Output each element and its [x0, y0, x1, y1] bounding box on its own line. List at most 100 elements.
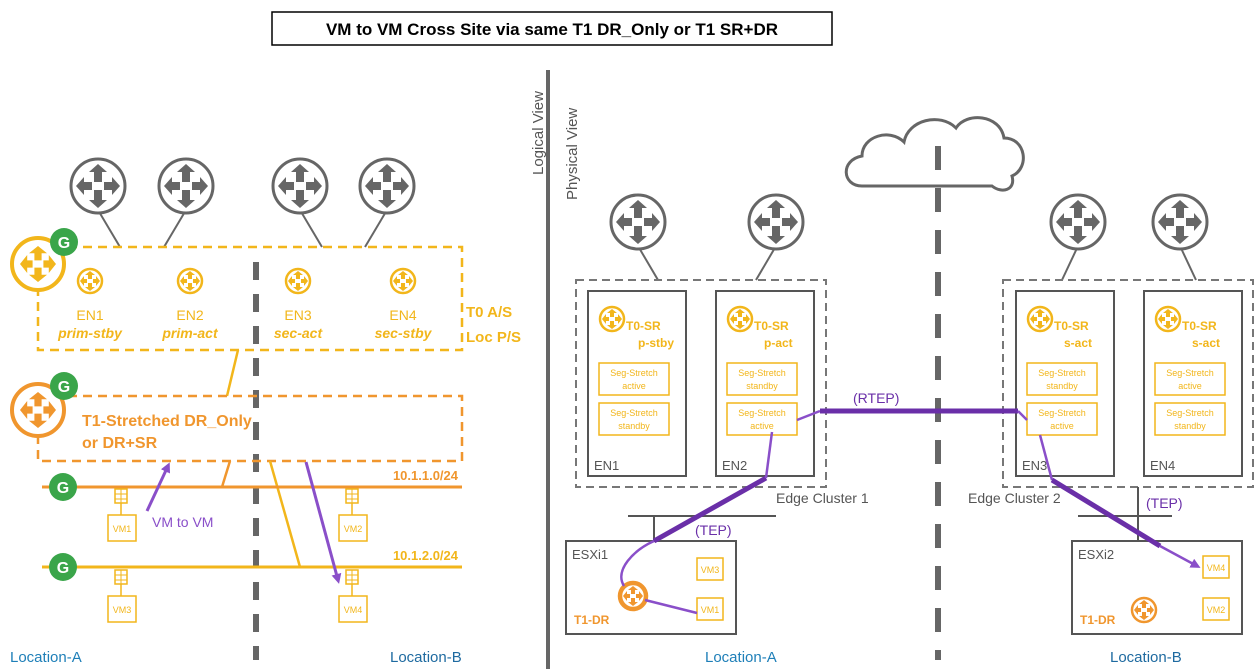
svg-text:s-act: s-act — [1192, 336, 1220, 350]
esxi-host-box — [565, 540, 737, 635]
svg-text:VM2: VM2 — [1207, 605, 1226, 615]
svg-text:G: G — [58, 235, 70, 252]
location-a-label: Location-A — [705, 649, 777, 666]
flow-arrow — [145, 462, 170, 512]
vm-box — [107, 595, 137, 623]
svg-text:VM2: VM2 — [344, 524, 363, 534]
vm-box — [338, 514, 368, 542]
svg-text:EN2: EN2 — [722, 458, 747, 473]
router-icon — [609, 193, 667, 251]
svg-text:standby: standby — [746, 381, 778, 391]
en-name: EN3 — [284, 307, 311, 323]
en-role: prim-act — [161, 325, 219, 341]
physical-view: Edge Cluster 1 Edge Cluster 2 T0-SR p-st… — [565, 116, 1254, 666]
svg-text:p-stby: p-stby — [638, 336, 674, 350]
t0-sr-router-icon — [726, 305, 754, 333]
location-a-label: Location-A — [10, 649, 82, 666]
edge-cluster-2 — [1002, 279, 1254, 488]
seg-stretch-box — [726, 402, 798, 436]
svg-text:Seg-Stretch: Seg-Stretch — [610, 408, 658, 418]
en-name: EN4 — [389, 307, 416, 323]
router-icon — [69, 157, 127, 215]
physical-view-label: Physical View — [564, 108, 581, 200]
edge-router-icon — [284, 267, 312, 295]
vm-box — [696, 597, 724, 621]
flow-arrow — [304, 461, 342, 584]
svg-text:Seg-Stretch: Seg-Stretch — [610, 368, 658, 378]
vm-box — [107, 514, 137, 542]
svg-text:p-act: p-act — [764, 336, 793, 350]
seg-stretch-box — [1154, 362, 1226, 396]
svg-text:ESXi2: ESXi2 — [1078, 547, 1114, 562]
svg-text:active: active — [1178, 381, 1202, 391]
router-icon — [271, 157, 329, 215]
logical-view: G EN1 prim-stby EN2 prim-act EN3 sec-act… — [10, 157, 521, 666]
seg-stretch-box — [598, 362, 670, 396]
gateway-badge — [50, 228, 78, 256]
edge-router-icon — [389, 267, 417, 295]
svg-text:active: active — [750, 421, 774, 431]
page-title: VM to VM Cross Site via same T1 DR_Only … — [326, 20, 778, 39]
edge-router-icon — [76, 267, 104, 295]
t1-dr-router-icon — [1130, 596, 1158, 624]
svg-text:VM3: VM3 — [701, 565, 720, 575]
svg-text:standby: standby — [618, 421, 650, 431]
svg-text:VM1: VM1 — [701, 605, 720, 615]
t1-label: T1-Stretched DR_Only — [82, 413, 252, 430]
svg-text:s-act: s-act — [1064, 336, 1092, 350]
tep-label-1: (TEP) — [695, 522, 732, 538]
svg-text:G: G — [57, 480, 69, 497]
svg-text:EN4: EN4 — [1150, 458, 1175, 473]
seg-stretch-box — [1154, 402, 1226, 436]
svg-text:Seg-Stretch: Seg-Stretch — [738, 368, 786, 378]
svg-text:active: active — [622, 381, 646, 391]
svg-text:Seg-Stretch: Seg-Stretch — [1166, 368, 1214, 378]
segment-2-label: 10.1.2.0/24 — [393, 548, 459, 563]
svg-text:VM3: VM3 — [113, 605, 132, 615]
en-role: sec-act — [274, 325, 324, 341]
svg-text:VM4: VM4 — [344, 605, 363, 615]
svg-text:Seg-Stretch: Seg-Stretch — [1038, 368, 1086, 378]
tep-label-2: (TEP) — [1146, 495, 1183, 511]
svg-text:ESXi1: ESXi1 — [572, 547, 608, 562]
svg-text:T0-SR: T0-SR — [754, 319, 789, 333]
cloud-icon — [844, 116, 1025, 192]
svg-text:Seg-Stretch: Seg-Stretch — [1038, 408, 1086, 418]
svg-text:Seg-Stretch: Seg-Stretch — [1166, 408, 1214, 418]
vm-server-icon — [114, 488, 128, 504]
edge-cluster-2-label: Edge Cluster 2 — [968, 490, 1061, 506]
svg-text:standby: standby — [1046, 381, 1078, 391]
router-icon — [1151, 193, 1209, 251]
svg-text:standby: standby — [1174, 421, 1206, 431]
t0-label: T0 A/S — [466, 304, 512, 321]
seg-stretch-box — [1026, 362, 1098, 396]
t1-label-2: or DR+SR — [82, 435, 158, 452]
svg-text:T0-SR: T0-SR — [1054, 319, 1089, 333]
vm-server-icon — [345, 488, 359, 504]
gateway-badge — [50, 372, 78, 400]
title-box — [271, 11, 833, 46]
en-name: EN1 — [76, 307, 103, 323]
svg-text:EN1: EN1 — [594, 458, 619, 473]
logical-view-label: Logical View — [530, 91, 547, 175]
t0-loc-label: Loc P/S — [466, 329, 521, 346]
svg-text:T0-SR: T0-SR — [626, 319, 661, 333]
vm-server-icon — [345, 569, 359, 585]
vm-box — [696, 557, 724, 581]
svg-text:VM1: VM1 — [113, 524, 132, 534]
tep-tunnel — [652, 475, 768, 544]
svg-text:Seg-Stretch: Seg-Stretch — [738, 408, 786, 418]
location-b-label: Location-B — [390, 649, 462, 666]
gateway-badge — [49, 473, 77, 501]
svg-text:active: active — [1050, 421, 1074, 431]
vm-box — [1202, 597, 1230, 621]
vm-server-icon — [114, 569, 128, 585]
svg-text:T0-SR: T0-SR — [1182, 319, 1217, 333]
t0-sr-router-icon — [1026, 305, 1054, 333]
router-icon — [358, 157, 416, 215]
en-role: sec-stby — [375, 325, 433, 341]
edge-cluster-1 — [575, 279, 827, 488]
svg-text:G: G — [58, 379, 70, 396]
edge-router-icon — [176, 267, 204, 295]
